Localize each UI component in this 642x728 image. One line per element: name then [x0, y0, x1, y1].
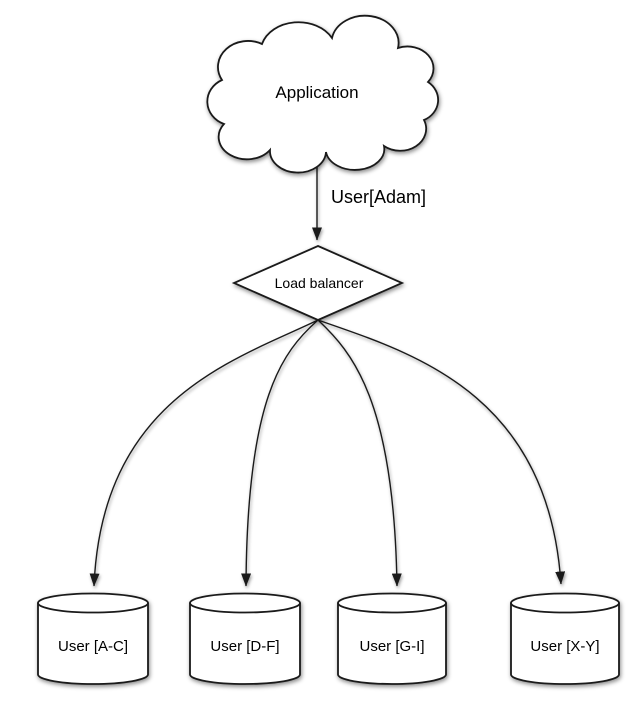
edge-user-adam-label: User[Adam] — [331, 187, 426, 207]
edge-load-balancer-to-shard-xy — [317, 319, 566, 585]
shard-xy-cylinder-shape — [510, 592, 620, 685]
load-balancer-label: Load balancer — [275, 275, 364, 291]
shard-ac-label: User [A-C] — [58, 638, 128, 655]
labels-layer: Application User[Adam] Load balancer Use… — [58, 83, 600, 655]
edge-load-balancer-to-shard-ac — [89, 319, 319, 587]
shard-gi-cylinder-shape — [337, 592, 447, 685]
shapes-layer — [37, 14, 620, 685]
shard-ac-cylinder-shape — [37, 592, 149, 685]
shard-df-label: User [D-F] — [210, 638, 279, 655]
shard-xy-label: User [X-Y] — [530, 638, 599, 655]
connectors-layer — [89, 152, 566, 587]
application-cloud-shape — [206, 14, 440, 174]
application-label: Application — [275, 83, 358, 102]
edge-load-balancer-to-shard-gi — [317, 319, 402, 587]
load-balancer-diamond-shape — [231, 245, 405, 321]
shard-df-cylinder-shape — [189, 592, 301, 685]
edge-load-balancer-to-shard-df — [241, 319, 319, 587]
shard-gi-label: User [G-I] — [359, 638, 424, 655]
